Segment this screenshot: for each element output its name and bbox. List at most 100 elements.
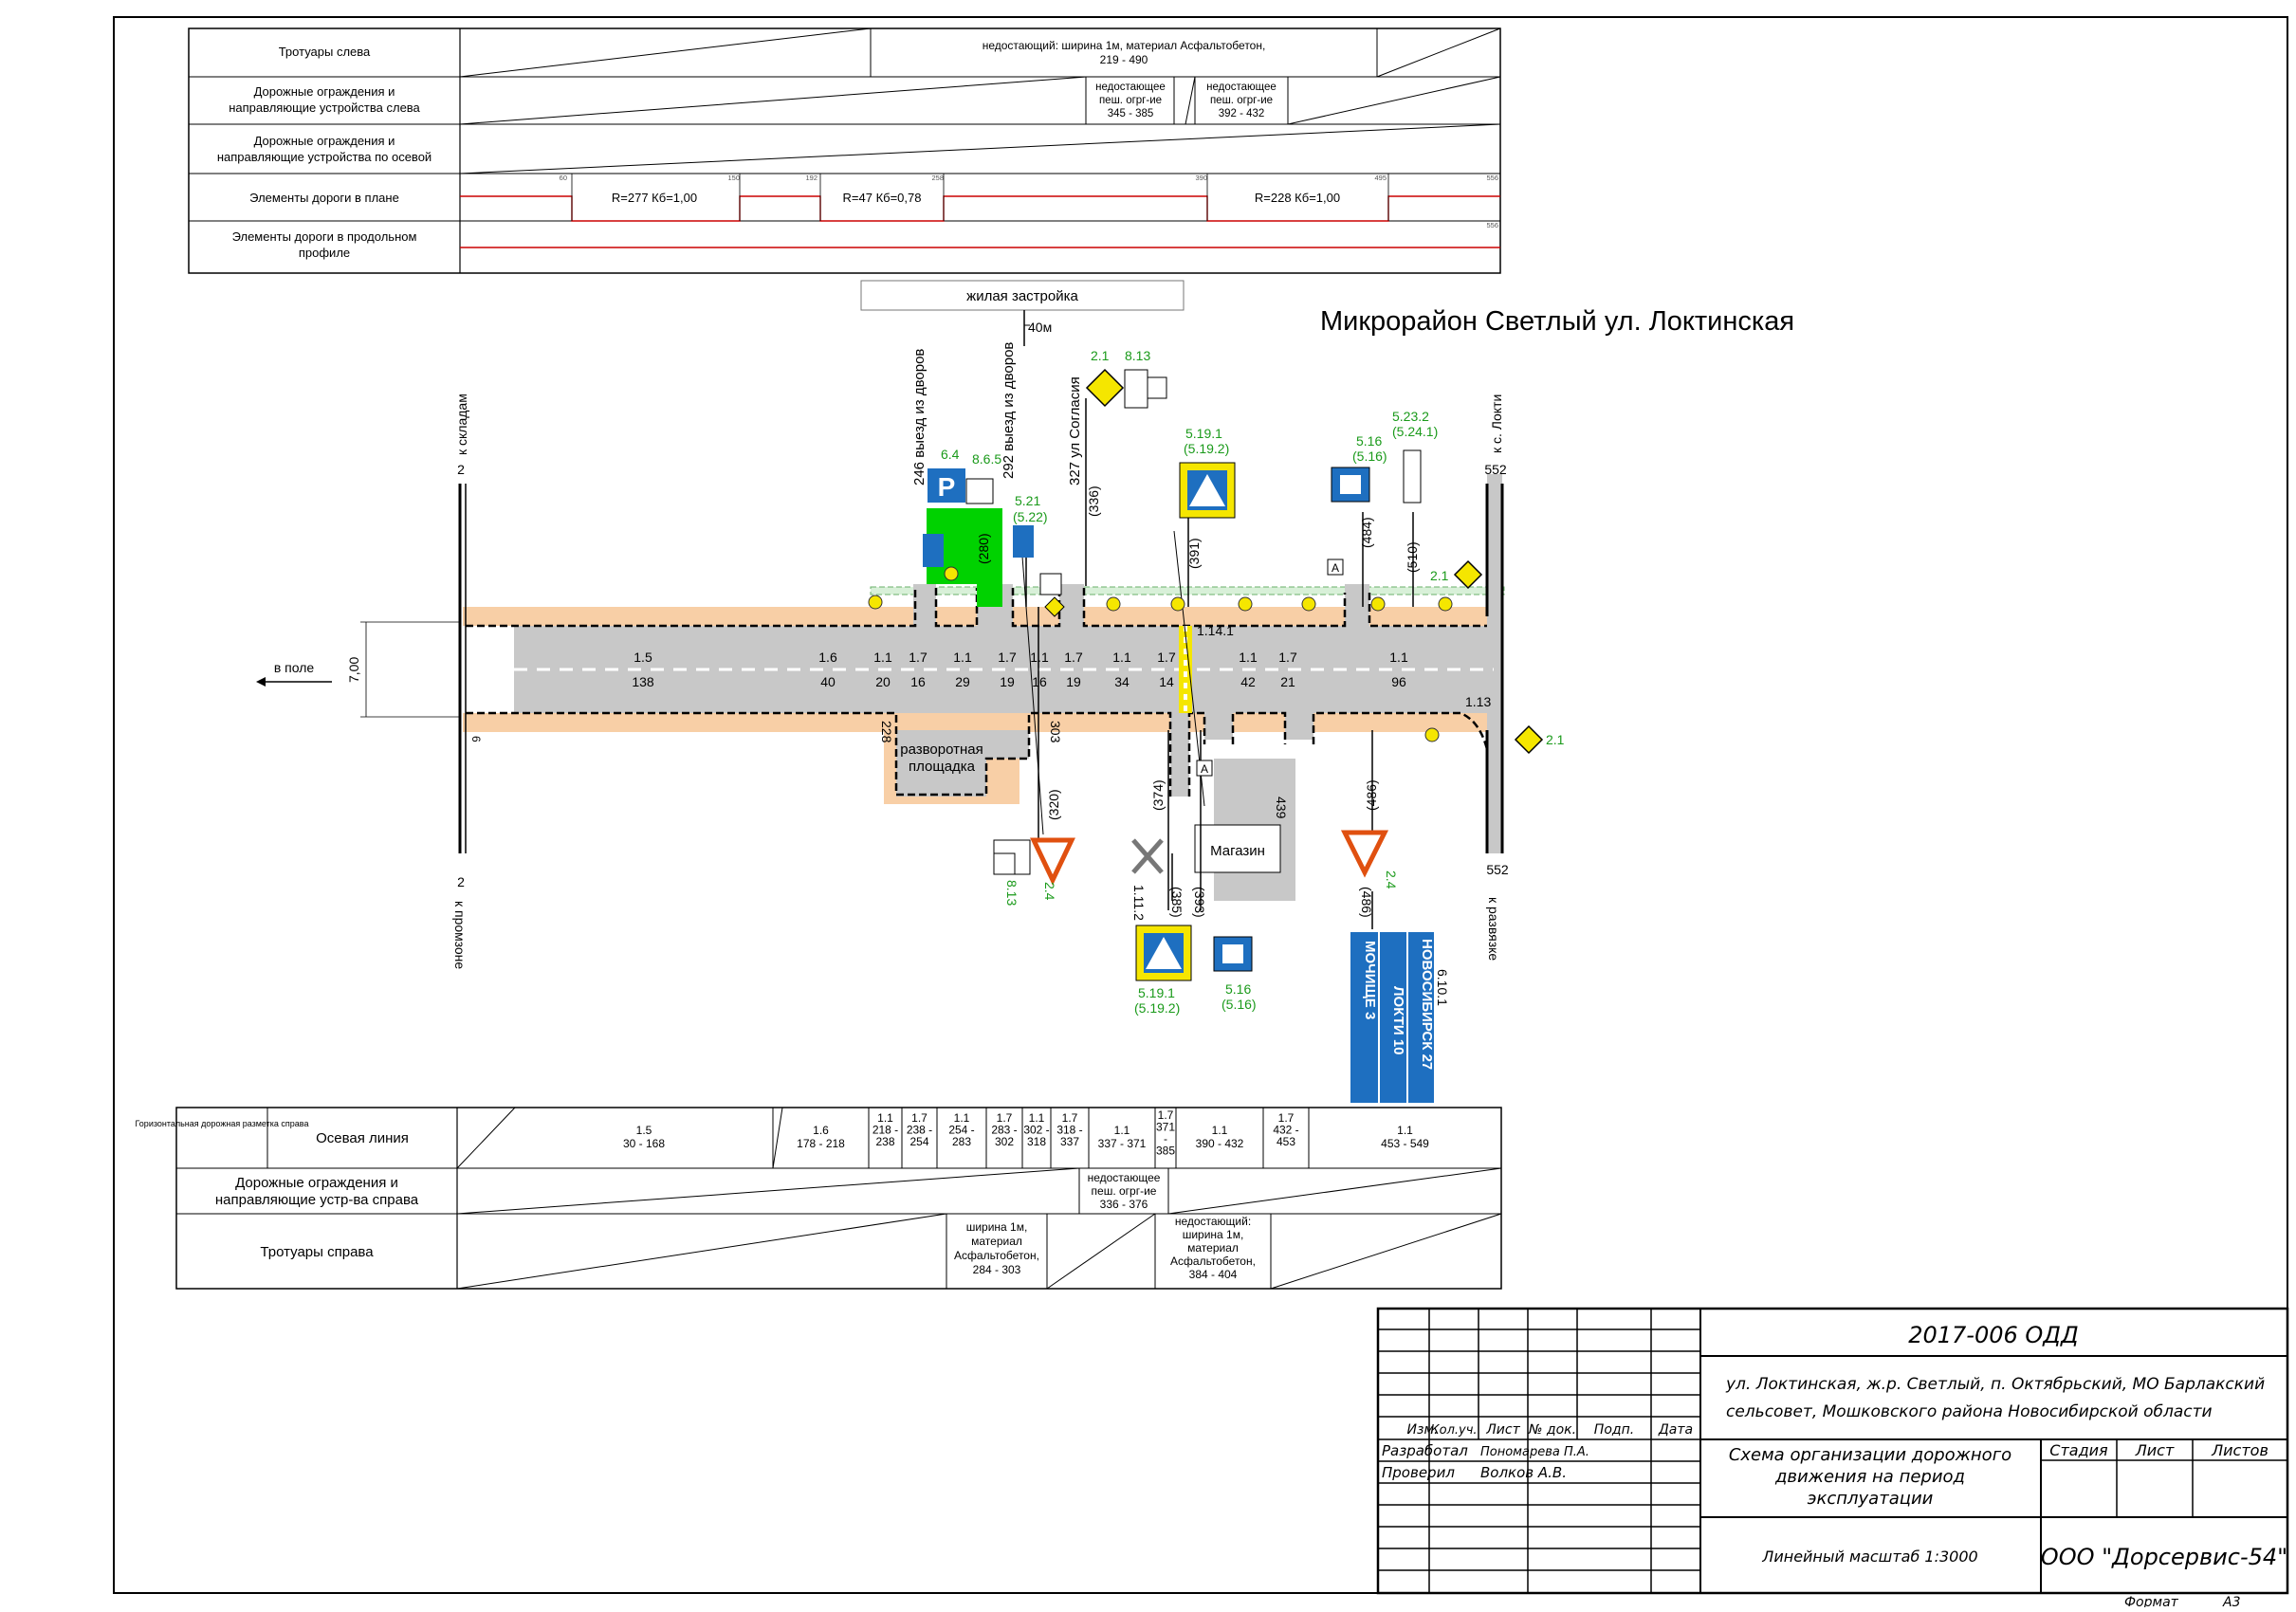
pole-486-b: (486) [1359, 887, 1374, 918]
bottom-row3-cell1-c: Асфальтобетон, [954, 1249, 1039, 1262]
curve-1: R=277 Кб=1,00 [612, 191, 697, 205]
pole-439: 439 [1274, 797, 1289, 819]
right-to-top: к с. Локти [1489, 394, 1504, 453]
marking-length: 19 [1066, 674, 1081, 689]
sign-516b-label: (5.16) [1352, 449, 1387, 464]
parking-sign-letter: P [938, 472, 956, 502]
bottom-row3-cell2-a: недостающий: [1175, 1215, 1251, 1228]
bottom-row3-cell2-d: Асфальтобетон, [1170, 1255, 1256, 1268]
cell-text: 283 - [991, 1124, 1017, 1137]
sign-5191a-label: 5.19.1 [1185, 426, 1222, 441]
cell-slash [772, 1107, 783, 1169]
marking-code: 1.7 [1278, 650, 1297, 665]
curve-3: R=228 Кб=1,00 [1255, 191, 1340, 205]
marking-length: 19 [1000, 674, 1015, 689]
col-kol: Кол.уч. [1430, 1423, 1477, 1438]
cell-text: 1.1 [1212, 1124, 1228, 1137]
marking-length: 29 [955, 674, 970, 689]
marking-code: 1.7 [909, 650, 928, 665]
marking-code: 1.1 [953, 650, 972, 665]
cell-text: 1.1 [954, 1111, 970, 1125]
role-developer: Разработал [1382, 1442, 1468, 1459]
shop-label: Магазин [1210, 843, 1265, 859]
marking-length: 138 [632, 674, 654, 689]
cell-text: 1.7 [1158, 1108, 1174, 1122]
top-row1-cell: недостающий: ширина 1м, материал Асфальт… [983, 39, 1266, 52]
cell-text: 238 - [907, 1124, 932, 1137]
sheet-label: Лист [2135, 1441, 2175, 1459]
stage-label: Стадия [2049, 1441, 2108, 1459]
bottom-row3-cell1-d: 284 - 303 [973, 1263, 1021, 1276]
road-plan: жилая застройка 40м Микрорайон Светлый у… [256, 280, 1794, 1103]
left-to-top: к складам [454, 394, 469, 455]
pole-336: (336) [1086, 485, 1101, 517]
right-km-bottom: 552 [1486, 862, 1509, 877]
top-row2-cell1-b: пеш. огрг-ие [1099, 95, 1162, 106]
top-table-frame [188, 27, 1501, 274]
main-road-sign-right [1453, 559, 1483, 590]
top-row2-label2: направляющие устройства слева [229, 101, 420, 115]
marking-code: 1.6 [818, 650, 837, 665]
tick-556-b: 556 [1486, 221, 1498, 229]
mark-113: 1.13 [1465, 694, 1491, 709]
top-table: Тротуары слева недостающий: ширина 1м, м… [188, 27, 1501, 274]
pole-320: (320) [1046, 789, 1061, 820]
sign-813a-label: 8.13 [1125, 348, 1150, 363]
sign-521-label: 5.21 [1015, 493, 1040, 508]
pole-228: 228 [879, 721, 894, 743]
cell-text: 1.7 [997, 1111, 1013, 1125]
top-row2-cell1-c: 345 - 385 [1108, 108, 1154, 119]
bottom-group-label: Горизонтальная дорожная разметка справа [136, 1119, 309, 1128]
name-checker: Волков А.В. [1480, 1464, 1567, 1481]
marking-1112: 1.11.2 [1131, 885, 1147, 921]
sheets-label: Листов [2211, 1441, 2268, 1459]
tick-192: 192 [805, 174, 817, 182]
marking-length: 42 [1240, 674, 1256, 689]
letter-a-bottom: А [1201, 762, 1208, 776]
marking-code: 1.7 [998, 650, 1017, 665]
cell-text: 30 - 168 [623, 1137, 665, 1150]
left-bottom-num: 6 [469, 736, 483, 742]
sign-21c-label: 2.1 [1546, 732, 1565, 747]
marking-code: 1.1 [1239, 650, 1258, 665]
cell-text: 302 [995, 1135, 1014, 1148]
shoulder-bottom [463, 713, 1494, 732]
left-to-bottom: к промзоне [452, 901, 468, 969]
cell-text: 385 [1156, 1145, 1175, 1158]
address-line2: сельсовет, Мошковского района Новосибирс… [1726, 1402, 2213, 1421]
bottom-row2-cell-c: 336 - 376 [1100, 1198, 1148, 1211]
settlement-sign [1403, 449, 1422, 504]
bottom-row1-label: Осевая линия [316, 1130, 409, 1146]
turnaround-label-2: площадка [909, 759, 976, 775]
pole-510: (510) [1405, 541, 1420, 573]
cell-text: 337 [1060, 1135, 1079, 1148]
cell-text: 1.7 [1278, 1111, 1295, 1125]
tick-390: 390 [1195, 174, 1207, 182]
letter-a-top: А [1332, 561, 1339, 575]
pole-393: (393) [1192, 887, 1207, 918]
cell-text: 1.6 [813, 1124, 829, 1137]
marking-length: 16 [1032, 674, 1047, 689]
marking-length: 21 [1280, 674, 1295, 689]
pole-484: (484) [1359, 517, 1374, 548]
bottom-row2-cell-b: пеш. огрг-ие [1092, 1184, 1157, 1198]
marking-length: 96 [1391, 674, 1406, 689]
cell-text: 337 - 371 [1098, 1137, 1147, 1150]
shop-building [1194, 824, 1281, 873]
sign-516a-label: 5.16 [1356, 433, 1382, 449]
sign-521 [1013, 525, 1034, 558]
direction-row2: ЛОКТИ 10 [1390, 986, 1406, 1055]
marking-code: 1.1 [873, 650, 892, 665]
col-doc: № док. [1528, 1422, 1576, 1438]
residential-label: жилая застройка [966, 288, 1078, 304]
curve-2: R=47 Кб=0,78 [843, 191, 922, 205]
cell-text: 218 - [872, 1124, 898, 1137]
sign-522-label: (5.22) [1013, 509, 1048, 524]
top-row5-label: Элементы дороги в продольном [232, 229, 417, 244]
col-data: Дата [1658, 1422, 1693, 1438]
markings-group: 1.51381.6401.1201.7161.1291.7191.1161.71… [632, 650, 1408, 689]
bottom-row3-cell1-b: материал [971, 1235, 1022, 1248]
cell-text: 302 - [1023, 1124, 1049, 1137]
sign-5232-label: 5.23.2 [1392, 409, 1429, 424]
